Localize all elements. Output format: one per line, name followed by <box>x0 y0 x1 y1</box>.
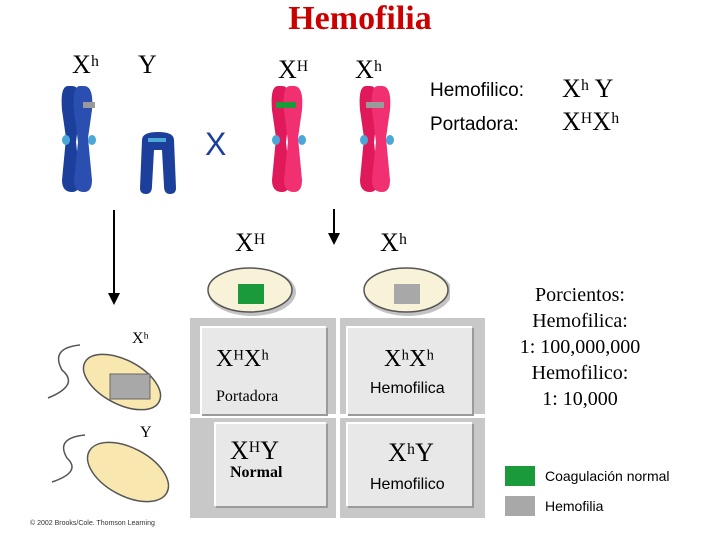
sperm-2 <box>51 434 170 503</box>
punnett-cell-2: XʰXʰ Hemofilica <box>346 326 472 414</box>
egg-2-label: Xʰ <box>380 228 408 257</box>
legend-normal-swatch <box>505 466 535 486</box>
father-arrow-head <box>108 293 120 305</box>
mother-x2-chromosome <box>359 86 394 192</box>
legend-hemo-label: Hemofilia <box>545 498 604 514</box>
punnett-cell-3-genotype: XᴴY <box>230 436 280 465</box>
legend-hemo-swatch <box>505 496 535 516</box>
sperm-1-label: Xʰ <box>132 330 149 347</box>
eggs <box>207 267 450 316</box>
percentages-line4: 1: 10,000 <box>542 388 618 410</box>
punnett-cell-1: XᴴXʰ Portadora <box>200 326 326 414</box>
chromosomes-diagram: X <box>61 86 394 194</box>
legend-hemofilico-genotype: Xʰ Y <box>562 74 614 103</box>
father-x-label: Xʰ <box>72 50 100 79</box>
egg-1-label: Xᴴ <box>235 228 266 257</box>
punnett-cell-1-genotype: XᴴXʰ <box>216 346 269 372</box>
cross-symbol: X <box>205 126 226 162</box>
percentages-line1: Hemofilica: <box>532 310 628 332</box>
punnett-cell-2-phenotype: Hemofilica <box>370 380 445 397</box>
punnett-cell-3: XᴴY Normal <box>214 422 326 506</box>
percentages-line2: 1: 100,000,000 <box>519 336 641 358</box>
legend-normal-label: Coagulación normal <box>545 468 670 484</box>
percentages-heading: Porcientos: <box>535 284 625 306</box>
mother-x1-label: Xᴴ <box>278 55 309 84</box>
arrows <box>108 209 340 305</box>
sperms <box>47 344 170 503</box>
legend-hemofilico-label: Hemofilico: <box>430 80 524 101</box>
page-title: Hemofilia <box>288 0 432 37</box>
sperm-1 <box>47 344 162 411</box>
copyright-text: © 2002 Brooks/Cole. Thomson Learning <box>30 520 155 527</box>
punnett-cell-1-phenotype: Portadora <box>216 388 279 405</box>
punnett-cell-4-phenotype: Hemofilico <box>370 476 445 493</box>
father-x-chromosome <box>61 86 96 192</box>
punnett-cell-3-phenotype: Normal <box>230 464 283 481</box>
legend-portadora-label: Portadora: <box>430 114 519 135</box>
egg-1 <box>207 267 296 316</box>
father-y-label: Y <box>138 50 157 79</box>
percentages-block: Porcientos: Hemofilica: 1: 100,000,000 H… <box>490 282 670 412</box>
sperm-2-label: Y <box>140 424 152 441</box>
egg-2 <box>363 267 450 316</box>
punnett-cell-2-genotype: XʰXʰ <box>384 346 435 372</box>
punnett-cell-4-genotype: XʰY <box>388 438 434 467</box>
mother-arrow-head <box>328 233 340 245</box>
legend-portadora-genotype: XᴴXʰ <box>562 107 620 136</box>
punnett-cell-4: XʰY Hemofilico <box>346 422 472 506</box>
percentages-line3: Hemofilico: <box>531 362 629 384</box>
mother-x2-label: Xʰ <box>355 55 383 84</box>
mother-x1-chromosome <box>271 86 306 192</box>
father-y-chromosome <box>140 132 176 194</box>
